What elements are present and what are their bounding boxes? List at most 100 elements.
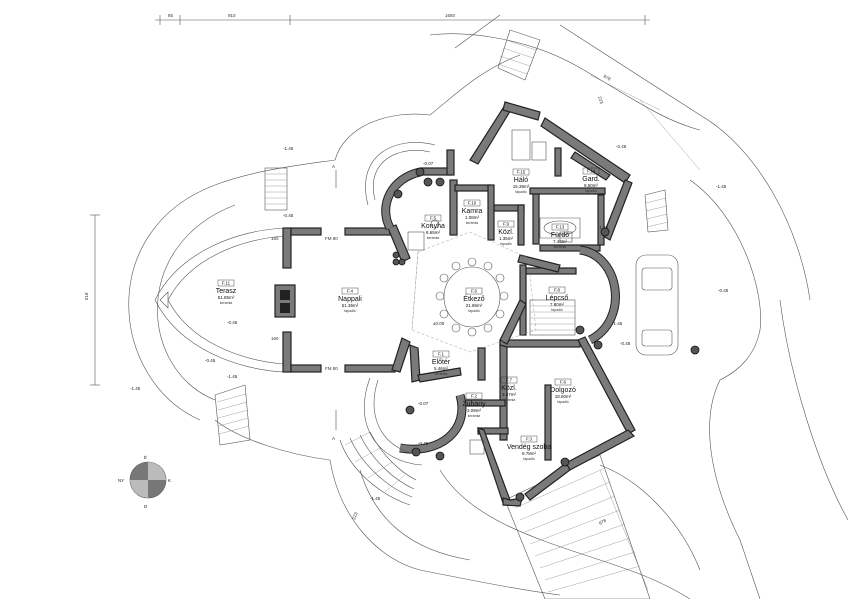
- svg-text:Kamra: Kamra: [462, 208, 483, 215]
- svg-text:F.11: F.11: [222, 281, 231, 286]
- svg-text:F.7: F.7: [506, 378, 513, 383]
- svg-text:21.86m²: 21.86m²: [466, 303, 483, 308]
- right-stair: [644, 189, 669, 233]
- car-icon: [635, 254, 679, 356]
- svg-text:Konyha: Konyha: [421, 223, 445, 230]
- svg-text:15.38m²: 15.38m²: [513, 184, 530, 189]
- svg-text:F.2: F.2: [471, 394, 478, 399]
- svg-text:F.5: F.5: [430, 216, 437, 221]
- svg-text:kerámia: kerámia: [554, 245, 567, 249]
- room-label-lepcso: F.8 Lépcső 7.80m² fapadló: [546, 286, 569, 312]
- svg-text:F.6: F.6: [560, 380, 567, 385]
- column-marker: [405, 405, 415, 415]
- svg-text:Dolgozó: Dolgozó: [550, 387, 576, 394]
- site-outlines: [128, 14, 848, 599]
- column-marker: [560, 457, 570, 467]
- svg-text:fapadló: fapadló: [557, 400, 569, 404]
- svg-text:F.15: F.15: [517, 170, 526, 175]
- upper-stair: [497, 29, 541, 81]
- svg-text:Gard.: Gard.: [582, 176, 600, 183]
- svg-text:Nappali: Nappali: [338, 296, 362, 303]
- svg-text:kerámia: kerámia: [503, 398, 516, 402]
- kitchen-porch: [365, 142, 436, 206]
- room-label-halo: F.15 Háló 15.38m² fapadló: [513, 168, 530, 194]
- section-mark-top: A: [332, 164, 335, 169]
- svg-text:F.14: F.14: [587, 169, 596, 174]
- dim-left: 618: [84, 292, 89, 300]
- svg-text:1.35m²: 1.35m²: [499, 236, 514, 241]
- svg-text:F.1: F.1: [438, 352, 445, 357]
- level-marker: -0.45: [283, 213, 294, 218]
- svg-text:kerámia: kerámia: [220, 301, 233, 305]
- level-marker: ±0.00: [433, 321, 445, 326]
- svg-text:Fürdő: Fürdő: [551, 232, 569, 239]
- top-dimension-line: 85 910 1650: [155, 13, 650, 25]
- column-marker: [423, 177, 433, 187]
- compass-n: É: [144, 454, 147, 460]
- level-marker: -0.45: [616, 144, 627, 149]
- north-arrow-icon: É K D NY: [118, 454, 171, 509]
- room-label-etkezo: F.6 Étkező 21.86m² fapadló: [463, 287, 485, 313]
- bathroom-fixtures: [407, 129, 581, 455]
- room-label-terasz: F.11 Terasz 51.85m² kerámia: [216, 279, 237, 305]
- svg-text:fapadló: fapadló: [344, 309, 356, 313]
- svg-text:kerámia: kerámia: [466, 221, 479, 225]
- svg-text:Előtér: Előtér: [432, 359, 451, 366]
- walls: [274, 101, 636, 507]
- column-marker: [600, 227, 610, 237]
- dim-diag-c: 878: [598, 518, 607, 526]
- svg-text:Közl.: Közl.: [498, 229, 514, 236]
- room-label-dolgozo: F.6 Dolgozó 18.80m² fapadló: [550, 378, 576, 404]
- svg-text:Háló: Háló: [514, 177, 529, 184]
- column-marker: [415, 167, 425, 177]
- level-marker: -1.45: [130, 386, 141, 391]
- dining-table: [435, 257, 509, 337]
- svg-text:Terasz: Terasz: [216, 288, 237, 295]
- room-label-furdo: F.13 Fürdő 7.40m² kerámia: [551, 223, 569, 249]
- svg-text:Vendég szoba: Vendég szoba: [507, 444, 551, 451]
- svg-text:fapadló: fapadló: [515, 190, 527, 194]
- svg-text:18.80m²: 18.80m²: [555, 394, 572, 399]
- compass-s: D: [144, 504, 148, 509]
- svg-text:51.36m²: 51.36m²: [342, 303, 359, 308]
- svg-text:Étkező: Étkező: [463, 294, 485, 303]
- room-label-kozl-lower: F.7 Közl. 3.47m² kerámia: [500, 376, 518, 402]
- level-marker: -1.45: [370, 496, 381, 501]
- dim-diag-d: 223: [351, 511, 358, 520]
- section-marks: A A: [332, 164, 337, 441]
- room-label-kamra: F.10 Kamra 1.08m² kerámia: [462, 199, 483, 225]
- svg-text:3.47m²: 3.47m²: [502, 392, 517, 397]
- level-marker: -1.45: [283, 146, 294, 151]
- level-marker: -1.45: [716, 184, 727, 189]
- svg-text:Lépcső: Lépcső: [546, 295, 569, 302]
- svg-text:fapadló: fapadló: [585, 189, 597, 193]
- svg-text:F.13: F.13: [556, 225, 565, 230]
- dim-side-a: 160: [271, 236, 279, 241]
- svg-text:fapadló: fapadló: [523, 457, 535, 461]
- svg-text:F.6: F.6: [471, 289, 478, 294]
- level-marker: -0.45: [620, 341, 631, 346]
- room-label-kozl-upper: F.9 Közl. 1.35m² fapadló: [497, 220, 515, 246]
- svg-text:7.40m²: 7.40m²: [553, 239, 568, 244]
- svg-text:F.9: F.9: [503, 222, 510, 227]
- left-dimension-line: 618: [84, 214, 100, 386]
- level-markers: -1.45 -0.45 -0.07 -0.45 ±0.00 -1.45 -0.4…: [130, 144, 729, 501]
- svg-text:F.4: F.4: [347, 289, 354, 294]
- svg-text:9.78m²: 9.78m²: [522, 451, 537, 456]
- level-marker: -0.45: [718, 288, 729, 293]
- column-marker: [515, 492, 525, 502]
- svg-text:7.80m²: 7.80m²: [550, 302, 565, 307]
- terrace-stair-bottom: [214, 384, 251, 446]
- column-marker: [398, 258, 406, 266]
- terrace-stair-top: [264, 167, 288, 211]
- svg-text:kerámia: kerámia: [468, 414, 481, 418]
- level-marker: -0.07: [423, 161, 434, 166]
- column-marker: [435, 451, 445, 461]
- svg-text:F.10: F.10: [468, 201, 477, 206]
- svg-text:kerámia: kerámia: [435, 372, 448, 376]
- terrace-outline: [154, 227, 286, 373]
- level-marker: -0.45: [227, 320, 238, 325]
- diagonal-dimensions: 978 223 878 223 160 160 FM 80 FM 80: [271, 74, 612, 526]
- dim-side-c: FM 80: [325, 236, 338, 241]
- dim-top-c: 1650: [445, 13, 456, 18]
